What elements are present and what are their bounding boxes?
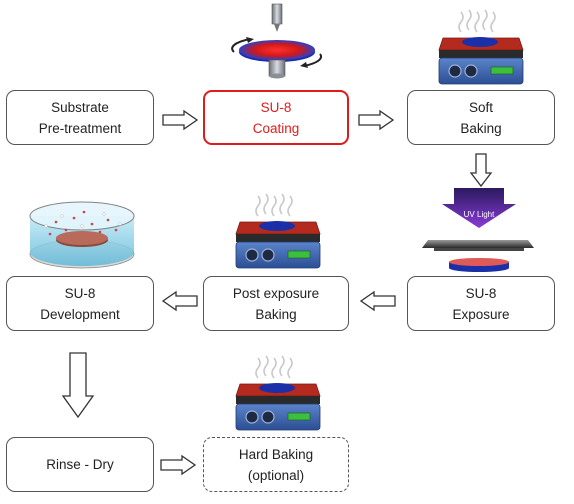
step-hard-baking: Hard Baking (optional): [203, 437, 349, 492]
arrow-down-icon: [469, 153, 493, 188]
step-su8-development: SU-8 Development: [6, 276, 154, 331]
arrow-left-icon: [359, 290, 396, 312]
step-post-exposure-baking: Post exposure Baking: [203, 276, 349, 331]
spin-coater-illustration: [231, 3, 323, 79]
step-label-line1: Substrate: [51, 99, 109, 115]
step-label-line2: Baking: [460, 120, 502, 136]
step-label-line1: SU-8: [64, 285, 96, 301]
step-label-line2: Baking: [255, 306, 297, 322]
step-rinse-dry: Rinse - Dry: [6, 437, 154, 492]
hotplate-illustration: [235, 355, 321, 431]
step-label-line1: Post exposure: [232, 285, 320, 301]
step-label-line2: Coating: [252, 120, 300, 136]
step-label-line2: Exposure: [452, 306, 510, 322]
step-label-line1: Soft: [468, 99, 493, 115]
arrow-right-icon: [160, 454, 197, 476]
step-su8-coating: SU-8 Coating: [203, 90, 349, 145]
arrow-right-icon: [162, 109, 199, 131]
arrow-left-icon: [161, 290, 198, 312]
development-dish-illustration: [29, 201, 135, 269]
step-label-line1: Rinse - Dry: [46, 457, 114, 472]
step-label-line1: SU-8: [260, 99, 292, 115]
step-soft-baking: Soft Baking: [407, 90, 555, 145]
arrow-right-icon: [358, 109, 395, 131]
step-su8-exposure: SU-8 Exposure: [407, 276, 555, 331]
step-label-line2: Pre-treatment: [38, 120, 122, 136]
uv-exposure-illustration: UV Light: [422, 188, 534, 272]
arrow-down-icon: [61, 352, 95, 419]
hotplate-illustration: [235, 193, 321, 269]
step-substrate-pretreatment: Substrate Pre-treatment: [6, 90, 154, 145]
step-label-line1: Hard Baking: [238, 446, 314, 462]
step-label-line1: SU-8: [465, 285, 497, 301]
hotplate-illustration: [438, 9, 524, 85]
step-label-line2: (optional): [247, 467, 305, 483]
uv-light-label: UV Light: [464, 210, 495, 219]
step-label-line2: Development: [40, 306, 120, 322]
